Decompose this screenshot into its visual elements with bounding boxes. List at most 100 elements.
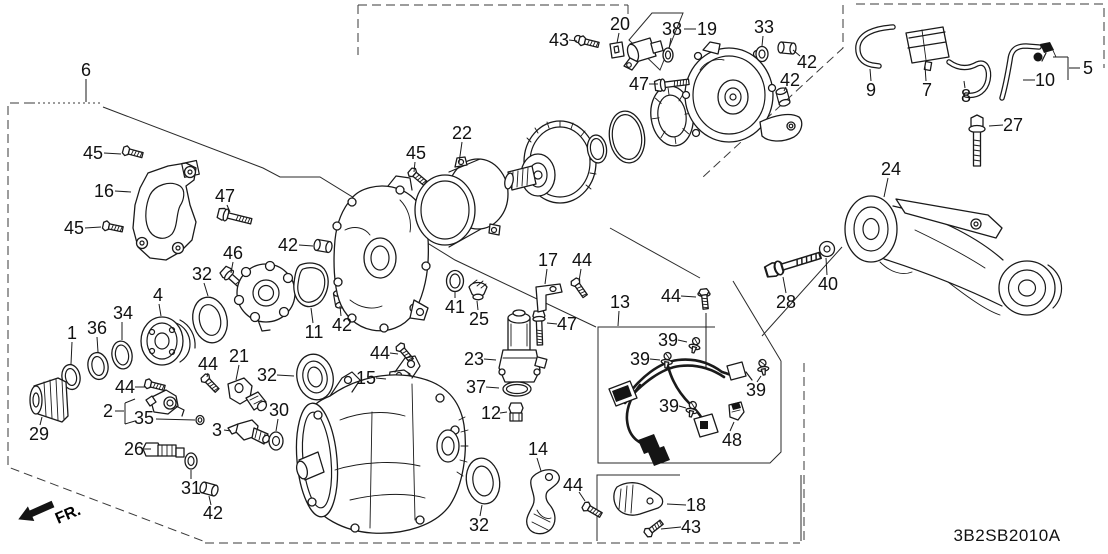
washer-40: [818, 240, 836, 258]
leader-line: [476, 300, 479, 311]
leader-line: [155, 418, 196, 421]
bracket-17: [535, 283, 563, 313]
part-label-24: 24: [881, 159, 901, 179]
part-label-4: 4: [153, 285, 163, 305]
part-label-42: 42: [797, 52, 817, 72]
leader-line: [729, 421, 735, 432]
o-ring-37: [502, 381, 532, 397]
clip-20: [609, 41, 625, 59]
leader-line: [825, 257, 828, 276]
washer-33: [755, 45, 769, 63]
part-label-14: 14: [528, 439, 548, 459]
part-label-25: 25: [469, 309, 489, 329]
leader-line: [666, 503, 687, 506]
part-label-40: 40: [818, 274, 838, 294]
leader-line: [485, 386, 500, 389]
washer-30: [268, 431, 284, 451]
leader-line: [206, 372, 209, 378]
washer-31: [184, 452, 198, 470]
part-label-29: 29: [29, 424, 49, 444]
o-ring-small: [586, 134, 608, 164]
part-label-46: 46: [223, 243, 243, 263]
part-label-39: 39: [659, 396, 679, 416]
leader-line: [375, 377, 387, 380]
part-label-35: 35: [134, 408, 154, 428]
leader-line: [616, 32, 620, 44]
leader-line: [988, 124, 1004, 127]
spacer-ring-34: [111, 340, 133, 370]
callout-bracket-line: [124, 398, 136, 404]
breather-chamber-7: [905, 26, 950, 72]
part-label-47: 47: [215, 186, 235, 206]
leader-line: [869, 68, 872, 82]
part-label-44: 44: [198, 354, 218, 374]
leader-line: [339, 305, 342, 317]
parts-artwork: [29, 24, 1063, 540]
part-label-15: 15: [356, 368, 376, 388]
leader-line: [235, 364, 240, 381]
part-label-44: 44: [572, 250, 592, 270]
harness-bracket-18: [613, 482, 664, 516]
part-label-45: 45: [64, 218, 84, 238]
leader-line: [668, 37, 672, 50]
breather-hose-9: [855, 24, 896, 69]
part-label-27: 27: [1003, 115, 1023, 135]
part-label-32: 32: [192, 264, 212, 284]
part-label-44: 44: [563, 475, 583, 495]
leader-line: [963, 80, 966, 89]
part-label-12: 12: [481, 403, 501, 423]
speed-sensor-21: [227, 377, 268, 412]
part-label-36: 36: [87, 318, 107, 338]
part-label-45: 45: [83, 143, 103, 163]
part-label-42: 42: [332, 315, 352, 335]
part-label-30: 30: [269, 400, 289, 420]
harness-clip-39-c: [684, 399, 700, 419]
leader-line: [499, 411, 508, 414]
gasket-11: [293, 262, 329, 308]
part-label-42: 42: [278, 235, 298, 255]
leader-line: [310, 307, 314, 324]
part-label-26: 26: [124, 439, 144, 459]
part-label-28: 28: [776, 292, 796, 312]
sensor-assembly-2: [145, 389, 185, 417]
part-label-44: 44: [115, 377, 135, 397]
part-label-42: 42: [780, 70, 800, 90]
leader-line: [158, 303, 162, 317]
leader-line: [226, 204, 231, 213]
part-label-16: 16: [94, 181, 114, 201]
part-label-37: 37: [466, 377, 486, 397]
leader-line: [678, 405, 687, 409]
washer-35: [195, 414, 205, 426]
leader-line: [70, 341, 73, 365]
leader-line: [756, 375, 762, 383]
leader-line: [483, 358, 497, 361]
leader-line: [578, 491, 586, 502]
leader-line: [413, 161, 416, 173]
o-ring-large: [608, 110, 646, 164]
part-label-42: 42: [203, 503, 223, 523]
leader-line: [39, 416, 43, 426]
collar-42-c: [776, 41, 798, 55]
wire-harness-13: [608, 358, 753, 466]
part-label-21: 21: [229, 346, 249, 366]
part-label-6: 6: [81, 60, 91, 80]
mount-bracket-24: [844, 195, 1063, 316]
part-label-45: 45: [406, 143, 426, 163]
bolt-44-d: [198, 371, 222, 395]
leader-line: [677, 339, 688, 343]
part-label-44: 44: [370, 343, 390, 363]
oil-seal-32-a: [192, 296, 228, 344]
oil-seal-32-c: [465, 457, 501, 505]
leader-line: [924, 65, 927, 82]
part-label-19: 19: [697, 19, 717, 39]
leader-line: [761, 35, 764, 47]
leader-line: [230, 261, 234, 274]
part-label-22: 22: [452, 123, 472, 143]
leader-line: [458, 141, 463, 164]
leader-line: [479, 504, 483, 517]
leader-line: [298, 244, 314, 247]
end-cap-29: [29, 377, 69, 423]
cap-25: [468, 279, 488, 301]
part-label-43: 43: [549, 30, 569, 50]
